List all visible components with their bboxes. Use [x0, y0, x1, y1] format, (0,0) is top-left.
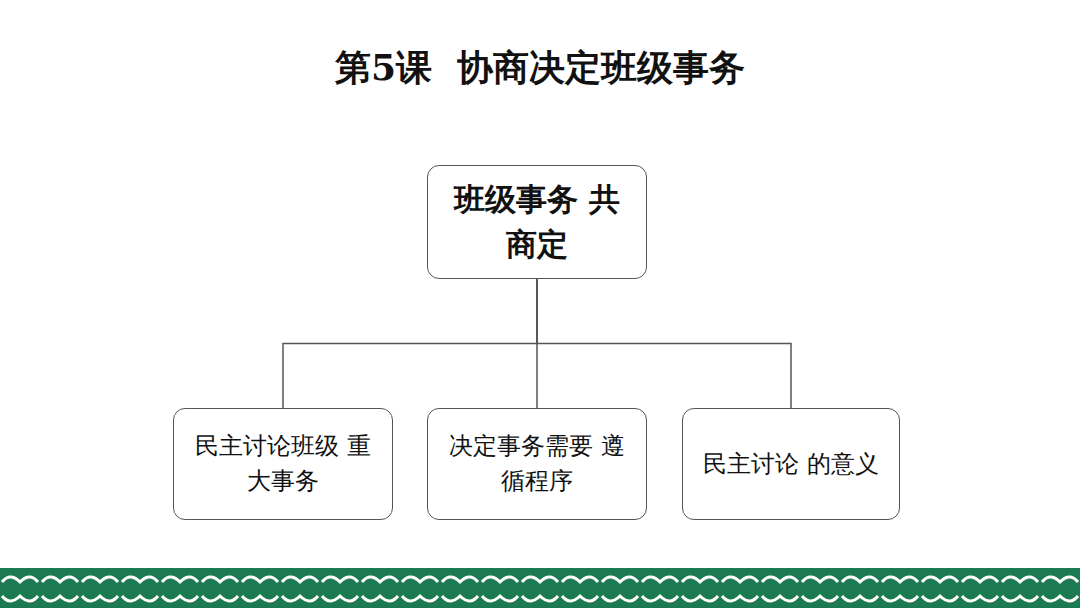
- tree-connector: [283, 279, 537, 408]
- subtopic-box: 民主讨论班级 重大事务: [173, 408, 393, 520]
- subtopic-box: 民主讨论 的意义: [682, 408, 900, 520]
- subtopic-box: 决定事务需要 遵循程序: [427, 408, 647, 520]
- topic-box: 班级事务 共商定: [427, 165, 647, 279]
- tree-connector: [537, 279, 791, 408]
- title: 第5课 协商决定班级事务: [0, 44, 1080, 93]
- box-label: 民主讨论班级 重大事务: [192, 429, 374, 499]
- bottom-band: [0, 568, 1080, 608]
- box-label: 民主讨论 的意义: [703, 447, 879, 482]
- box-label: 决定事务需要 遵循程序: [446, 429, 628, 499]
- box-label: 班级事务 共商定: [446, 177, 628, 267]
